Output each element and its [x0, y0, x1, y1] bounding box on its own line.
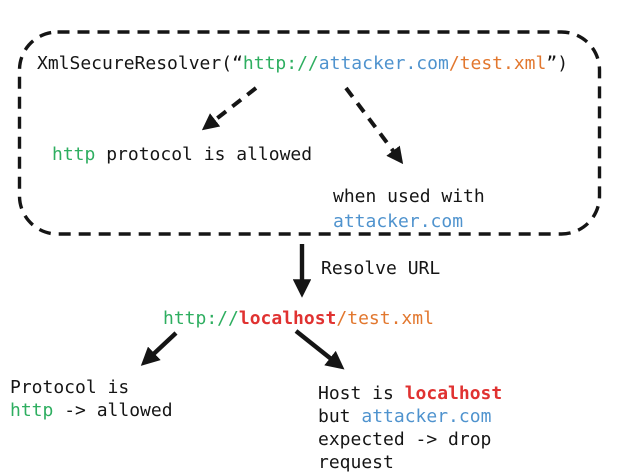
host-outcome-expected-host: attacker.com: [361, 406, 492, 427]
host-outcome-line1-prefix: Host is: [318, 383, 405, 404]
code-protocol: http://: [242, 53, 319, 74]
protocol-note-rest: protocol is allowed: [95, 144, 313, 165]
resolved-url-path: /test.xml: [336, 308, 434, 329]
host-outcome-host: localhost: [404, 383, 503, 404]
protocol-note: http protocol is allowed: [52, 143, 312, 166]
resolved-url-protocol: http://: [163, 308, 239, 329]
protocol-outcome-rest: -> allowed: [53, 400, 173, 421]
resolver-code-line: XmlSecureResolver(“http://attacker.com/t…: [37, 52, 568, 75]
protocol-outcome-protocol: http: [10, 400, 54, 421]
host-note-line1: when used with: [333, 186, 485, 207]
dashed-arrow-to-protocol-note: [201, 86, 258, 131]
resolved-url: http://localhost/test.xml: [163, 307, 434, 330]
resolve-arrow-label: Resolve URL: [321, 258, 441, 279]
dashed-arrow-to-host-note: [344, 86, 404, 165]
protocol-outcome-line1: Protocol is: [10, 377, 130, 398]
host-note-host: attacker.com: [333, 211, 464, 232]
code-host: attacker.com: [318, 53, 449, 74]
host-outcome-line4: request: [318, 452, 394, 473]
code-suffix: ”): [546, 53, 569, 74]
host-outcome-line2-prefix: but: [318, 406, 362, 427]
code-path: /test.xml: [448, 53, 547, 74]
host-outcome-line3: expected -> drop: [318, 429, 492, 450]
host-note: when used with attacker.com: [333, 184, 485, 234]
code-prefix: XmlSecureResolver(“: [37, 53, 243, 74]
resolved-url-host: localhost: [238, 308, 337, 329]
arrow-to-host-outcome: [294, 329, 345, 370]
resolver-box-outline: [17, 30, 602, 236]
protocol-note-protocol: http: [52, 144, 96, 165]
arrow-to-protocol-outcome: [140, 331, 178, 366]
